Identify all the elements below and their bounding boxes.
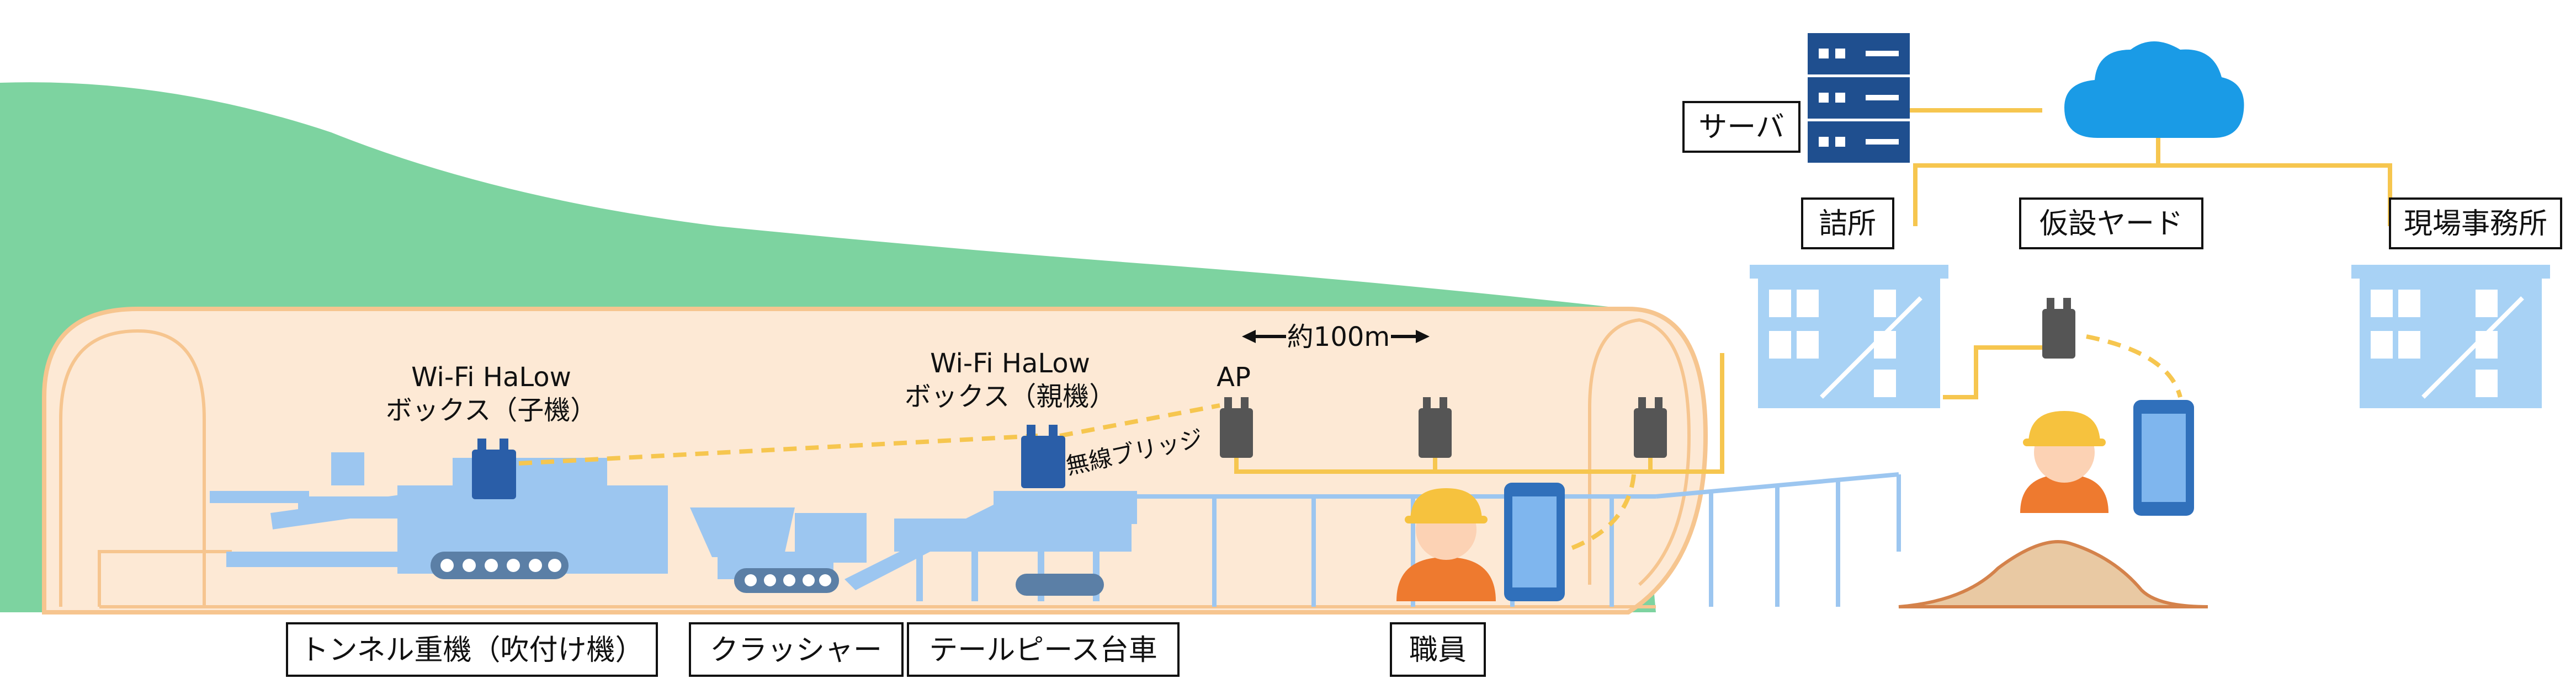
svg-text:仮設ヤード: 仮設ヤード (2039, 207, 2183, 241)
cloud-icon (2064, 41, 2244, 138)
building-icon (2351, 265, 2550, 408)
svg-text:クラッシャー: クラッシャー (710, 634, 882, 667)
server-icon (1808, 33, 1910, 163)
label-parent-box-line1: Wi-Fi HaLow (930, 348, 1090, 379)
label-ap: AP (1217, 362, 1251, 393)
label-box-staff: 職員 (1390, 622, 1486, 677)
svg-text:テールピース台車: テールピース台車 (929, 634, 1157, 667)
label-child-box-line1: Wi-Fi HaLow (411, 362, 571, 393)
svg-text:詰所: 詰所 (1819, 207, 1876, 241)
label-box-temp-yard: 仮設ヤード (2019, 197, 2203, 249)
label-child-box-line2: ボックス（子機） (386, 395, 597, 426)
label-box-site-office: 詰所 (1801, 197, 1894, 249)
ap-device-icon (2042, 298, 2075, 359)
tunnel-face (59, 329, 206, 607)
label-box-crusher: クラッシャー (689, 622, 904, 677)
tail-piece-carriage (844, 491, 1137, 601)
ap-device-icon (1419, 397, 1452, 458)
tunnel-exit-arch (1588, 318, 1691, 586)
label-box-field-office: 現場事務所 (2389, 197, 2562, 249)
sand-pile (1898, 540, 2208, 608)
label-parent-box-line2: ボックス（親機） (905, 381, 1116, 412)
worker-icon (1396, 488, 1496, 601)
network-wiring (1234, 108, 2392, 474)
building-icon (1750, 265, 1948, 408)
label-box-server: サーバ (1682, 101, 1800, 153)
svg-text:サーバ: サーバ (1698, 111, 1784, 144)
smartphone-icon (2133, 400, 2194, 516)
ap-device-icon (1220, 397, 1253, 458)
halow-box-icon (1021, 425, 1065, 488)
distance-arrow (1242, 330, 1430, 343)
tunnel-floor-step (98, 550, 232, 607)
svg-text:職員: 職員 (1409, 634, 1467, 667)
worker-icon (2020, 411, 2108, 513)
label-box-tail-piece: テールピース台車 (907, 622, 1180, 677)
svg-text:トンネル重機（吹付け機）: トンネル重機（吹付け機） (300, 634, 644, 667)
wireless-links (518, 334, 2182, 554)
tunnel-machine-wheels (440, 559, 561, 572)
label-box-tunnel-machine: トンネル重機（吹付け機） (286, 622, 658, 677)
svg-text:現場事務所: 現場事務所 (2404, 207, 2547, 241)
smartphone-icon (1504, 483, 1565, 601)
label-distance: 約100m (1287, 322, 1390, 352)
crusher-wheels (745, 574, 831, 586)
ap-device-icon (1634, 397, 1667, 458)
halow-box-icon (472, 439, 516, 499)
